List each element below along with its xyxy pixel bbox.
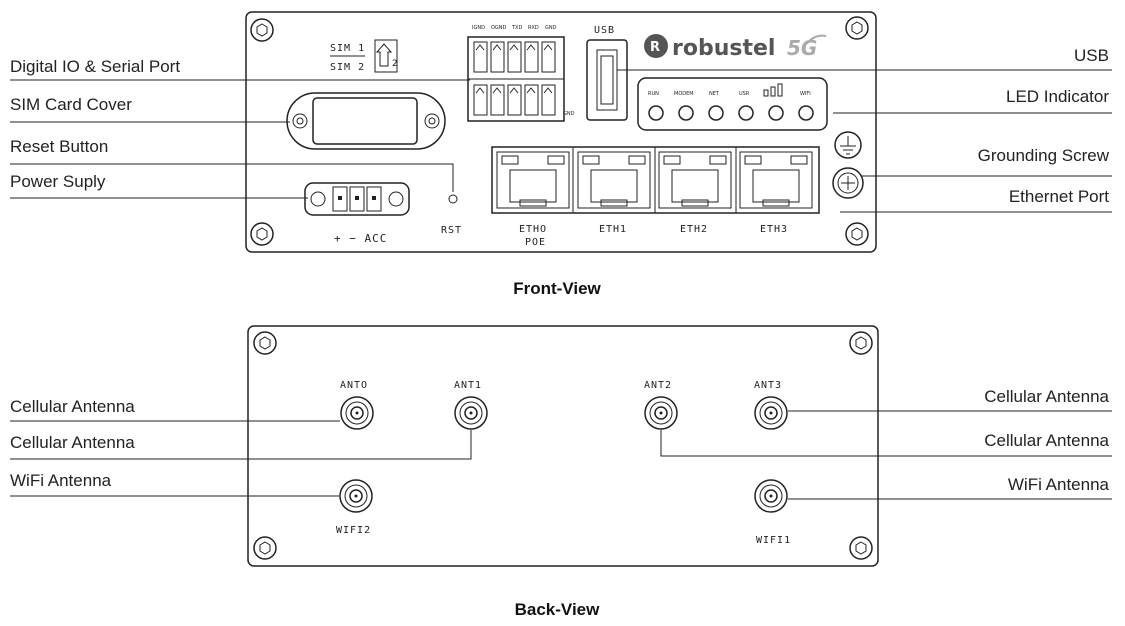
- back-screw-top-right: [849, 331, 873, 355]
- poe-label: POE: [525, 237, 546, 248]
- usb-port: [586, 39, 628, 121]
- eth1-label: ETH1: [599, 224, 627, 235]
- rst-label: RST: [441, 225, 462, 236]
- usb-panel-label: USB: [594, 25, 615, 36]
- eth0-label: ETHO: [519, 224, 547, 235]
- antenna-connector-ant2: [644, 396, 678, 430]
- back-screw-bottom-right: [849, 536, 873, 560]
- brand-logo: R robustel 5G: [644, 34, 827, 61]
- antenna-connector-ant0: [340, 396, 374, 430]
- label-cellular-ant2: Cellular Antenna: [984, 431, 1109, 450]
- svg-text:WIFI: WIFI: [800, 91, 811, 97]
- ethernet-port-eth0: [496, 151, 570, 209]
- antenna-connector-ant3: [754, 396, 788, 430]
- back-view-caption: Back-View: [515, 600, 601, 619]
- label-ethernet: Ethernet Port: [1009, 187, 1109, 206]
- wifi2-label: WIFI2: [336, 525, 371, 536]
- front-screw-top-right: [845, 16, 869, 40]
- label-grounding: Grounding Screw: [978, 146, 1110, 165]
- ethernet-port-eth2: [658, 151, 732, 209]
- label-wifi-left: WiFi Antenna: [10, 471, 112, 490]
- leader-ant1: [10, 430, 472, 460]
- front-screw-top-left: [250, 18, 274, 42]
- ethernet-ports: [491, 146, 820, 214]
- back-view: ANTO ANT1 ANT2 ANT3 WIFI2 WIFI1 Cellular…: [10, 325, 1112, 619]
- svg-text:MODEM: MODEM: [674, 91, 694, 97]
- reset-button: [448, 194, 458, 204]
- label-cellular-ant3: Cellular Antenna: [984, 387, 1109, 406]
- ant1-label: ANT1: [454, 380, 482, 391]
- ant0-label: ANTO: [340, 380, 368, 391]
- acc-label: + − ACC: [334, 232, 387, 245]
- svg-text:robustel: robustel: [672, 36, 775, 61]
- back-screw-bottom-left: [253, 536, 277, 560]
- svg-text:RXD: RXD: [528, 25, 539, 31]
- front-view: SIM 1 SIM 2 2 IGND OGND TXD RXD GND: [10, 11, 1112, 298]
- antenna-connector-wifi2: [339, 479, 373, 513]
- label-power: Power Suply: [10, 172, 106, 191]
- antenna-connector-ant1: [454, 396, 488, 430]
- label-led: LED Indicator: [1006, 87, 1109, 106]
- leader-reset: [10, 163, 454, 192]
- label-cellular-ant0: Cellular Antenna: [10, 397, 135, 416]
- sim1-label: SIM 1: [330, 43, 365, 54]
- grounding-symbol: [834, 131, 862, 159]
- front-screw-bottom-left: [250, 222, 274, 246]
- ethernet-port-eth3: [739, 151, 813, 209]
- svg-text:R: R: [650, 40, 660, 55]
- ant2-label: ANT2: [644, 380, 672, 391]
- digital-io-terminal: IGND OGND TXD RXD GND GND: [467, 25, 575, 122]
- sim2-label: SIM 2: [330, 62, 365, 73]
- grounding-screw: [832, 167, 864, 199]
- back-panel: [247, 325, 879, 567]
- led-indicator-panel: RUN MODEM NET USR WIFI: [637, 77, 828, 131]
- svg-text:5G: 5G: [787, 36, 817, 60]
- svg-text:USR: USR: [739, 91, 750, 97]
- svg-text:NET: NET: [709, 91, 720, 97]
- front-view-caption: Front-View: [513, 279, 601, 298]
- label-sim-cover: SIM Card Cover: [10, 95, 132, 114]
- svg-text:2: 2: [392, 59, 398, 69]
- ant3-label: ANT3: [754, 380, 782, 391]
- label-usb: USB: [1074, 46, 1109, 65]
- svg-text:GND: GND: [545, 25, 557, 31]
- sim-card-cover: [286, 92, 446, 150]
- leader-ant2: [660, 430, 1112, 457]
- svg-text:RUN: RUN: [648, 91, 659, 97]
- eth3-label: ETH3: [760, 224, 788, 235]
- label-digital-io: Digital IO & Serial Port: [10, 57, 180, 76]
- label-cellular-ant1: Cellular Antenna: [10, 433, 135, 452]
- wifi1-label: WIFI1: [756, 535, 791, 546]
- antenna-connector-wifi1: [754, 479, 788, 513]
- svg-text:GND: GND: [563, 111, 575, 117]
- power-connector: [304, 182, 410, 216]
- svg-text:OGND: OGND: [491, 25, 507, 31]
- label-wifi-right: WiFi Antenna: [1008, 475, 1110, 494]
- ethernet-port-eth1: [577, 151, 651, 209]
- back-screw-top-left: [253, 331, 277, 355]
- front-panel: [245, 11, 877, 253]
- svg-text:IGND: IGND: [472, 25, 485, 31]
- svg-text:TXD: TXD: [511, 25, 522, 31]
- front-screw-bottom-right: [845, 222, 869, 246]
- eth2-label: ETH2: [680, 224, 708, 235]
- label-reset: Reset Button: [10, 137, 108, 156]
- sim-insert-icon: 2: [374, 39, 398, 73]
